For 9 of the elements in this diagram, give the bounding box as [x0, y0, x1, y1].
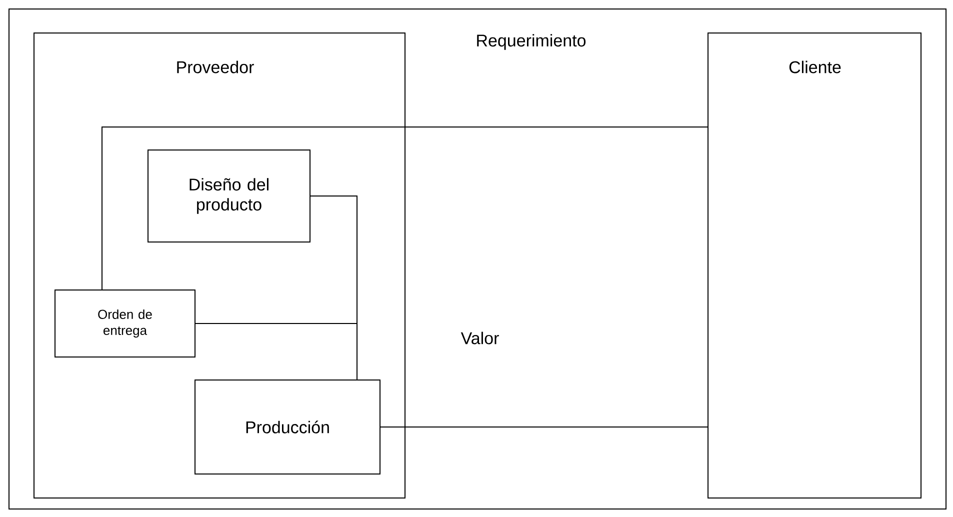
connector-line: [380, 426, 708, 428]
connector-line: [195, 323, 358, 380]
flow-label: Valor: [460, 332, 499, 344]
connector-line: [102, 126, 708, 290]
process-box: Producción: [194, 380, 380, 474]
process-box: Diseño del producto: [148, 150, 310, 242]
client-box: Cliente: [708, 32, 922, 498]
flow-label: Requerimiento: [477, 34, 586, 50]
process-box: Orden de entrega: [54, 290, 196, 358]
